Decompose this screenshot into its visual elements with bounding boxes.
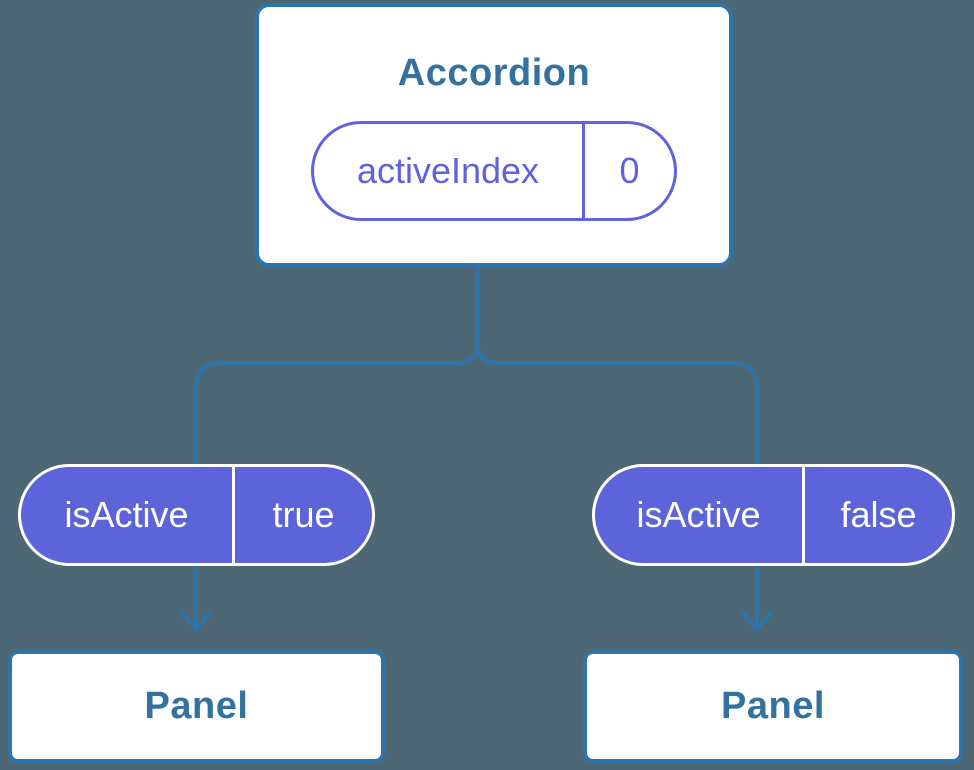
panel-node-title: Panel — [721, 685, 825, 727]
arrowhead-down-left-icon — [179, 610, 213, 632]
prop-pill-value: true — [272, 494, 335, 535]
panel-node-left: Panel — [8, 650, 385, 763]
state-pill-activeindex: activeIndex 0 — [311, 121, 677, 221]
prop-pill-isactive-false: isActive false — [592, 464, 955, 566]
prop-pill-value: false — [840, 494, 917, 535]
panel-node-title: Panel — [144, 685, 249, 727]
connector-left-branch — [194, 261, 480, 630]
accordion-node: Accordion activeIndex 0 — [255, 3, 733, 267]
connector-right-branch — [475, 261, 759, 630]
panel-node-right: Panel — [583, 650, 963, 763]
accordion-node-title: Accordion — [397, 52, 591, 94]
prop-pill-name: isActive — [21, 467, 235, 563]
state-pill-name: activeIndex — [314, 124, 585, 218]
state-pill-value: 0 — [619, 150, 640, 191]
arrowhead-down-right-icon — [740, 610, 774, 632]
prop-pill-name: isActive — [595, 467, 805, 563]
prop-pill-isactive-true: isActive true — [18, 464, 375, 566]
